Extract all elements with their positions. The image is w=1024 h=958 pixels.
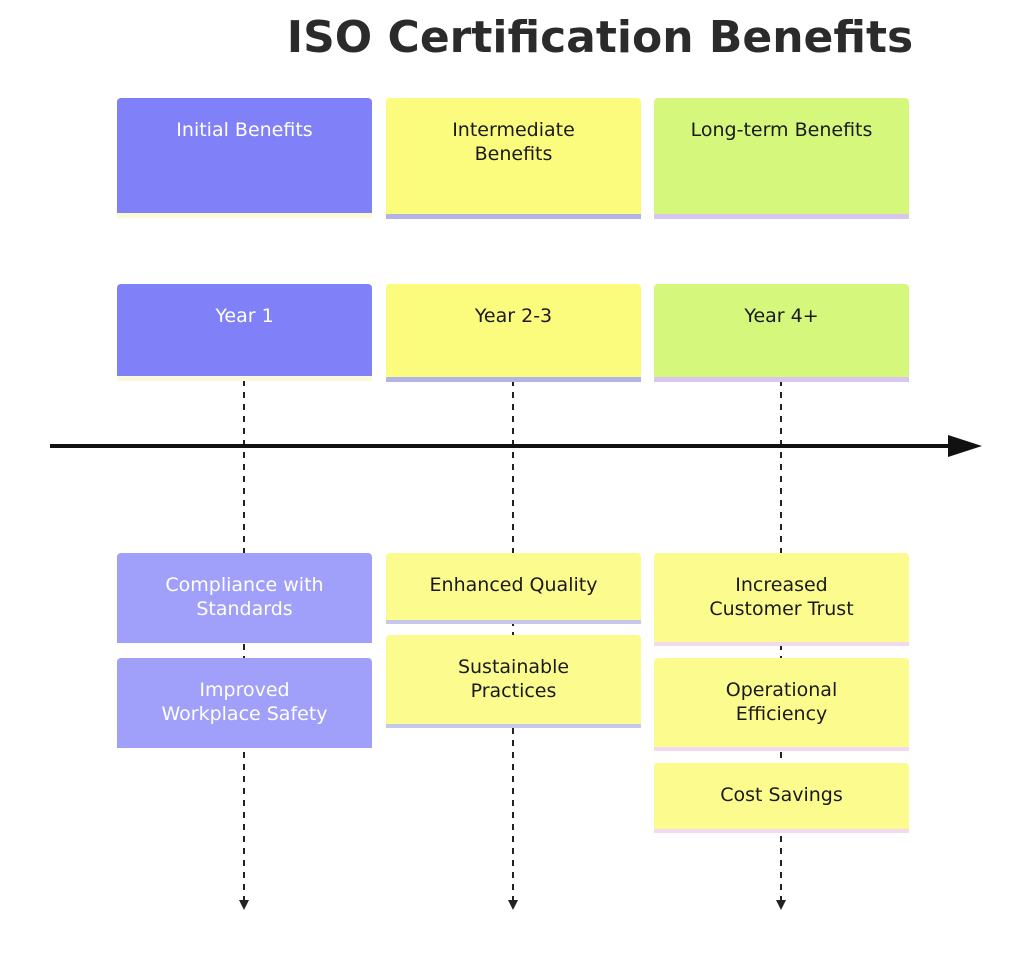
period-year4-plus: Year 4+ [654,284,909,382]
header-intermediate-benefits: Intermediate Benefits [386,98,641,219]
header-initial-benefits: Initial Benefits [117,98,372,218]
benefit-improved-workplace-safety: Improved Workplace Safety [117,658,372,748]
benefit-operational-efficiency: Operational Efficiency [654,658,909,751]
benefit-sustainable-practices: Sustainable Practices [386,635,641,728]
benefit-cost-savings: Cost Savings [654,763,909,833]
period-year2-3: Year 2-3 [386,284,641,382]
benefit-compliance-with-standards: Compliance with Standards [117,553,372,643]
header-long-term-benefits: Long-term Benefits [654,98,909,219]
timeline-arrowhead [948,435,982,457]
period-year1: Year 1 [117,284,372,381]
benefit-increased-customer-trust: Increased Customer Trust [654,553,909,646]
diagram-title: ISO Certification Benefits [286,12,914,63]
benefit-enhanced-quality: Enhanced Quality [386,553,641,624]
